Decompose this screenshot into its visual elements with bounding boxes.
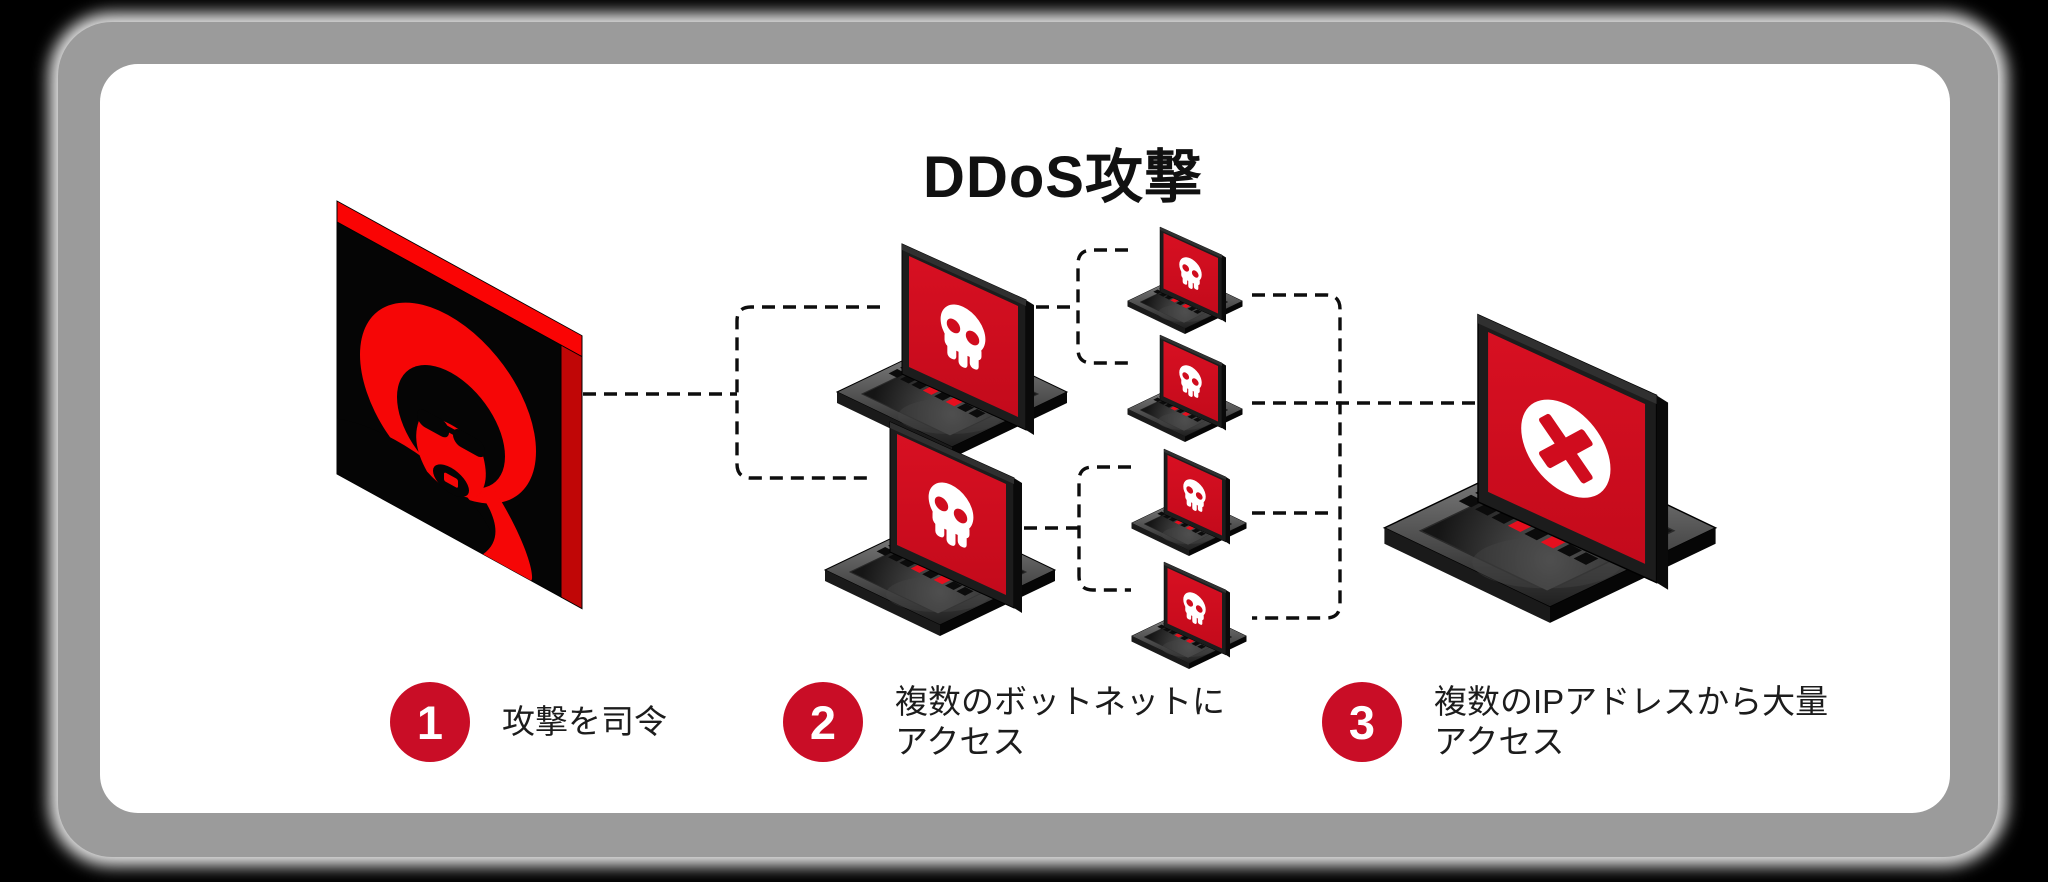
victim-laptop [1384, 315, 1715, 623]
connector-attacker-split [735, 305, 880, 480]
bot-laptop-3 [1132, 449, 1247, 556]
step-3-number-badge: 3 [1322, 682, 1402, 762]
step-1: 1 攻撃を司令 [390, 682, 667, 762]
step-3: 3 複数のIPアドレスから大量 アクセス [1322, 682, 1828, 762]
botnet-laptop-2 [825, 422, 1055, 636]
step-1-label: 攻撃を司令 [502, 703, 667, 740]
step-2: 2 複数のボットネットに アクセス [783, 682, 1225, 762]
step-3-number: 3 [1348, 695, 1376, 749]
step-2-label: 複数のボットネットに アクセス [895, 683, 1225, 760]
connector-botnet1-split [1076, 248, 1128, 365]
diagram-title: DDoS攻撃 [923, 145, 1203, 210]
step-1-number-badge: 1 [390, 682, 470, 762]
step-1-number: 1 [416, 695, 444, 749]
step-2-number: 2 [809, 695, 837, 749]
step-3-label: 複数のIPアドレスから大量 アクセス [1434, 683, 1829, 760]
connector-collector [1252, 293, 1342, 620]
attacker-hacker-panel [336, 200, 583, 610]
botnet-laptop-1 [837, 244, 1067, 458]
connector-botnet2-split [1077, 465, 1131, 592]
step-2-number-badge: 2 [783, 682, 863, 762]
bot-laptop-1 [1128, 227, 1243, 334]
bot-laptop-2 [1128, 335, 1243, 442]
bot-laptop-4 [1132, 562, 1247, 669]
network-connectors [583, 248, 1490, 620]
